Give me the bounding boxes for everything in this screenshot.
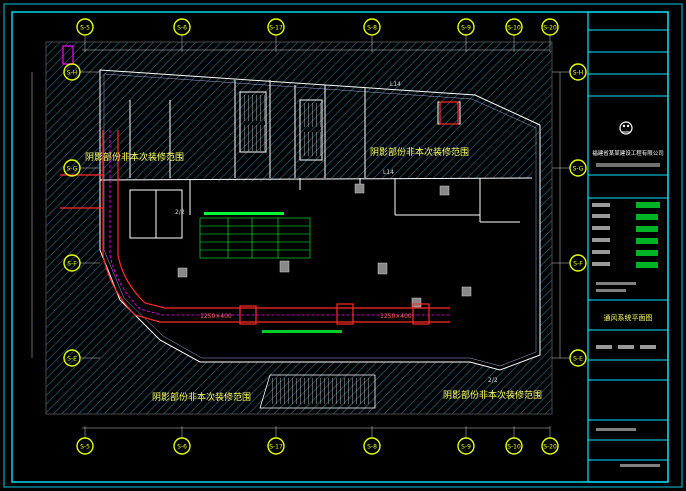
grid-bubble-bottom-label: S-20: [543, 444, 557, 451]
grid-bubble-bottom-label: S-6: [177, 444, 187, 451]
level-label: L14: [383, 169, 394, 176]
duct-size-label: 1250×400: [380, 313, 412, 320]
grid-bubble-bottom-circle: [76, 437, 94, 455]
grid-bubble-bottom-label: S-17: [269, 444, 283, 451]
grid-bubble-left-circle: [63, 159, 81, 177]
title-block: 福建省某某建设工程有限公司 通风系统平面图: [587, 11, 669, 483]
grid-bubble-left-circle: [63, 63, 81, 81]
grid-bubble-top-circle: [457, 18, 475, 36]
marker-label: 2/2: [175, 209, 185, 216]
grid-bubble-right-circle: [569, 349, 587, 367]
grid-bubble-left-label: S-E: [67, 356, 77, 363]
grid-bubble-top-label: S-5: [80, 25, 90, 32]
ductwork: [60, 45, 459, 325]
grid-bubble-left-label: S-G: [67, 166, 78, 173]
grid-bubble-bottom-label: S-9: [461, 444, 471, 451]
grid-bubble-bottom-label: S-10: [507, 444, 521, 451]
grid-bubble-left-circle: [63, 349, 81, 367]
grid-bubble-bottom-circle: [173, 437, 191, 455]
grid-bubble-right-label: S-F: [573, 261, 583, 268]
outer-border: [3, 3, 683, 488]
grid-bubble-right-circle: [569, 159, 587, 177]
dimension-lines: [31, 49, 561, 429]
grid-bubble-top-label: S-17: [269, 25, 283, 32]
small-labels: L14 L14 2/2 2/2: [175, 81, 498, 384]
marker-label: 2/2: [488, 377, 498, 384]
grid-bubble-right-label: S-G: [573, 166, 584, 173]
hatch-note-top-right: 阴影部份非本次装修范围: [370, 146, 469, 158]
stairs: [241, 95, 376, 409]
hatch-notes: 阴影部份非本次装修范围 阴影部份非本次装修范围 阴影部份非本次装修范围 阴影部份…: [85, 146, 542, 403]
grid-bubble-right-circle: [569, 63, 587, 81]
duct-size-labels: 1250×400 1250×400: [200, 313, 412, 320]
drawing-name: 通风系统平面图: [604, 313, 653, 322]
grid-bubble-left-circle: [63, 254, 81, 272]
grid-bubble-bottom-label: S-8: [367, 444, 377, 451]
grid-bubble-top-circle: [267, 18, 285, 36]
grid-bubble-top-circle: [76, 18, 94, 36]
hatch-note-bottom-right: 阴影部份非本次装修范围: [443, 389, 542, 401]
hatch-note-left: 阴影部份非本次装修范围: [85, 151, 184, 163]
grid-bubble-top-label: S-8: [367, 25, 377, 32]
grid-bubble-left-label: S-H: [67, 70, 78, 77]
duct-size-label: 1250×400: [200, 313, 232, 320]
structural-columns: [177, 183, 472, 308]
company-logo-icon: [619, 121, 633, 135]
grid-bubble-top-label: S-20: [543, 25, 557, 32]
grid-bubble-top-circle: [173, 18, 191, 36]
grid-bubble-bottom-circle: [363, 437, 381, 455]
grid-bubble-bottom-circle: [457, 437, 475, 455]
building-walls: [99, 69, 541, 371]
grid-bubble-top-label: S-6: [177, 25, 187, 32]
project-title: 福建省某某建设工程有限公司: [592, 149, 664, 157]
grid-bubble-bottom-circle: [267, 437, 285, 455]
grid-bubble-top-label: S-10: [507, 25, 521, 32]
grid-bubble-bottom-circle: [541, 437, 559, 455]
grid-bubble-right-label: S-H: [573, 70, 584, 77]
grid-bubble-right-circle: [569, 254, 587, 272]
level-label: L14: [390, 81, 401, 88]
grid-bubble-left-label: S-F: [67, 261, 77, 268]
grid-bubble-bottom-circle: [505, 437, 523, 455]
grid-bubble-top-circle: [363, 18, 381, 36]
signature-rows: [592, 202, 660, 292]
grid-bubble-bottom-label: S-5: [80, 444, 90, 451]
hatch-note-bottom-left: 阴影部份非本次装修范围: [152, 391, 251, 403]
grid-bubble-right-label: S-E: [573, 356, 583, 363]
grid-bubble-top-circle: [541, 18, 559, 36]
grid-bubble-top-circle: [505, 18, 523, 36]
equipment-schedule-table: [199, 212, 342, 333]
grid-bubble-top-label: S-9: [461, 25, 471, 32]
